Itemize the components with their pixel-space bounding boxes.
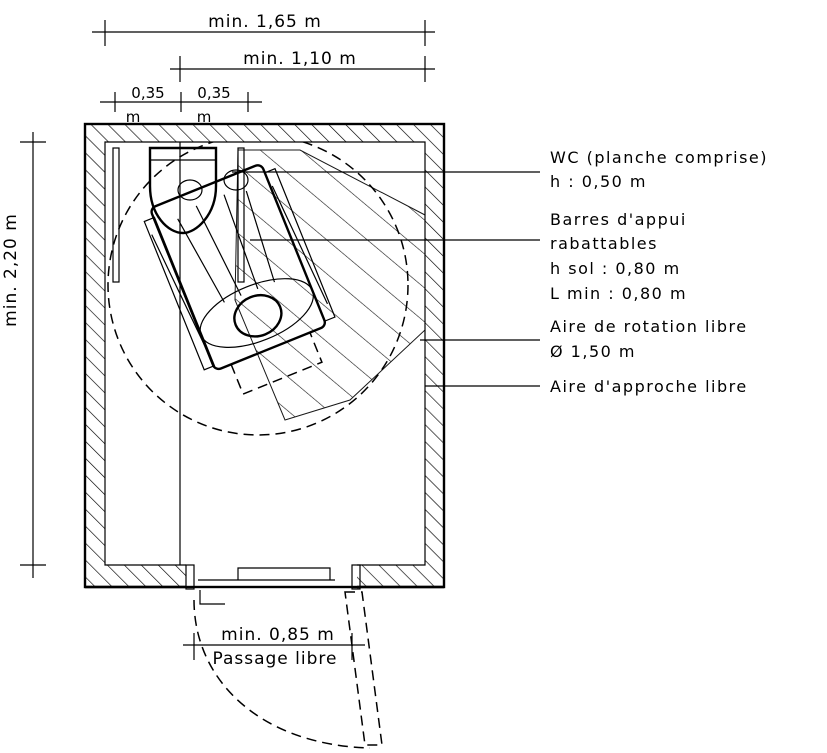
annotation-rotation-area: Aire de rotation libre Ø 1,50 m (550, 317, 754, 361)
dim-width-clear: min. 1,10 m (170, 49, 435, 82)
door-swing-arc (193, 599, 371, 749)
wheelchair-spokes-right (271, 185, 329, 305)
wheelchair-wheel-left (143, 216, 216, 371)
door (185, 564, 383, 749)
dim-door-caption: Passage libre (212, 649, 337, 669)
dim-width-total-label: min. 1,65 m (208, 12, 322, 32)
walls (83, 122, 446, 589)
dim-offset-right-unit: m (197, 108, 212, 126)
door-jamb-clip-icon (199, 590, 225, 605)
wheelchair-user-icon (143, 164, 336, 396)
door-handle-bar (198, 567, 335, 581)
dim-door-label: min. 0,85 m (221, 625, 335, 645)
wc-bowl-icon (148, 146, 218, 235)
dim-door: min. 0,85 m Passage libre (183, 625, 365, 669)
dim-width-total: min. 1,65 m (92, 12, 435, 46)
dim-width-clear-label: min. 1,10 m (243, 49, 357, 69)
leader-lines (232, 171, 540, 387)
grab-bar-right-icon (237, 147, 245, 283)
user-shoulders (199, 278, 314, 348)
dim-depth-label: min. 2,20 m (1, 213, 21, 327)
wall-outer-outline (83, 122, 446, 589)
door-jamb-right (351, 564, 361, 590)
wall-inner-outline (104, 141, 426, 566)
dim-offset-left-label: 0,35 (131, 84, 164, 102)
user-knee-right (223, 169, 249, 191)
annotation-wc: WC (planche comprise) h : 0,50 m (550, 148, 775, 191)
door-jamb-left (185, 564, 195, 590)
wheelchair-wheel-right (264, 167, 336, 322)
user-legs (177, 190, 276, 303)
annotation-grab-bars: Barres d'appui rabattables h sol : 0,80 … (550, 210, 693, 303)
annotations: WC (planche comprise) h : 0,50 m Barres … (550, 148, 775, 396)
grab-bar-left-icon (112, 147, 120, 283)
fixtures (112, 146, 245, 283)
dim-depth: min. 2,20 m (1, 132, 46, 578)
dim-offset-right-label: 0,35 (197, 84, 230, 102)
user-head (233, 293, 283, 338)
wheelchair-spokes-left (151, 234, 209, 353)
dim-offsets: 0,35 m 0,35 m (100, 84, 262, 126)
annotation-approach-area: Aire d'approche libre (550, 377, 748, 396)
dim-offset-left-unit: m (126, 108, 141, 126)
user-knee-left (177, 179, 203, 201)
door-leaf (344, 591, 383, 746)
wheelchair-sweep-hatch (234, 149, 425, 421)
